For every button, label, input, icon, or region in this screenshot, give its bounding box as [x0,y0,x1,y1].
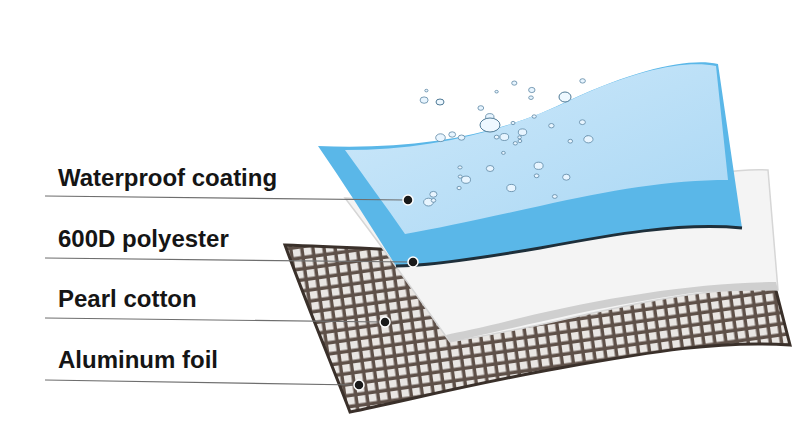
water-drop [513,142,517,145]
leader-line [45,318,383,322]
water-drop [559,92,571,102]
water-drop [458,135,465,140]
cotton-shade [446,282,778,342]
water-drop [500,134,509,141]
water-drop [478,106,484,111]
water-drop [518,129,526,136]
water-drop [494,135,499,139]
polyester-layer [318,62,742,266]
water-drop [584,136,593,143]
water-drop [518,139,522,142]
water-drop [563,174,570,180]
layer-edge [396,226,742,266]
water-drop [458,166,462,169]
water-drop [480,118,500,132]
water-drop [580,79,586,83]
water-drop [436,134,446,142]
water-drop [511,121,515,124]
water-drop [449,132,456,137]
water-drop [507,184,516,191]
layer-label: 600D polyester [58,225,229,254]
water-drop [495,90,498,93]
water-drop [486,166,494,172]
leader-line [45,258,411,262]
water-drop [529,87,535,92]
water-drop [512,81,517,85]
leader-line [45,380,357,385]
water-drop [534,174,539,178]
water-drop [462,176,471,183]
water-drop [425,89,428,92]
water-drop [529,96,534,100]
water-drop [579,120,585,125]
water-drop [518,136,522,139]
leader-dot [380,317,390,327]
layer-label: Pearl cotton [58,285,197,314]
water-drop [568,139,573,143]
leader-line [45,196,406,200]
water-drop [534,162,543,169]
layer-label: Waterproof coating [58,164,277,193]
water-drop [458,175,462,178]
leader-dot [354,380,364,390]
water-drop [502,151,506,154]
coating-surface [345,64,728,234]
water-drop [431,199,436,203]
leader-dot [408,257,418,267]
water-drop [457,186,461,189]
water-drop [552,195,557,199]
layer-label: Aluminum foil [58,346,218,375]
leader-dot [403,195,413,205]
water-drop [430,191,437,197]
water-drops [420,79,593,206]
water-drop [436,99,444,105]
water-drop [420,97,428,103]
water-drop [532,115,536,118]
water-drop [549,124,554,128]
